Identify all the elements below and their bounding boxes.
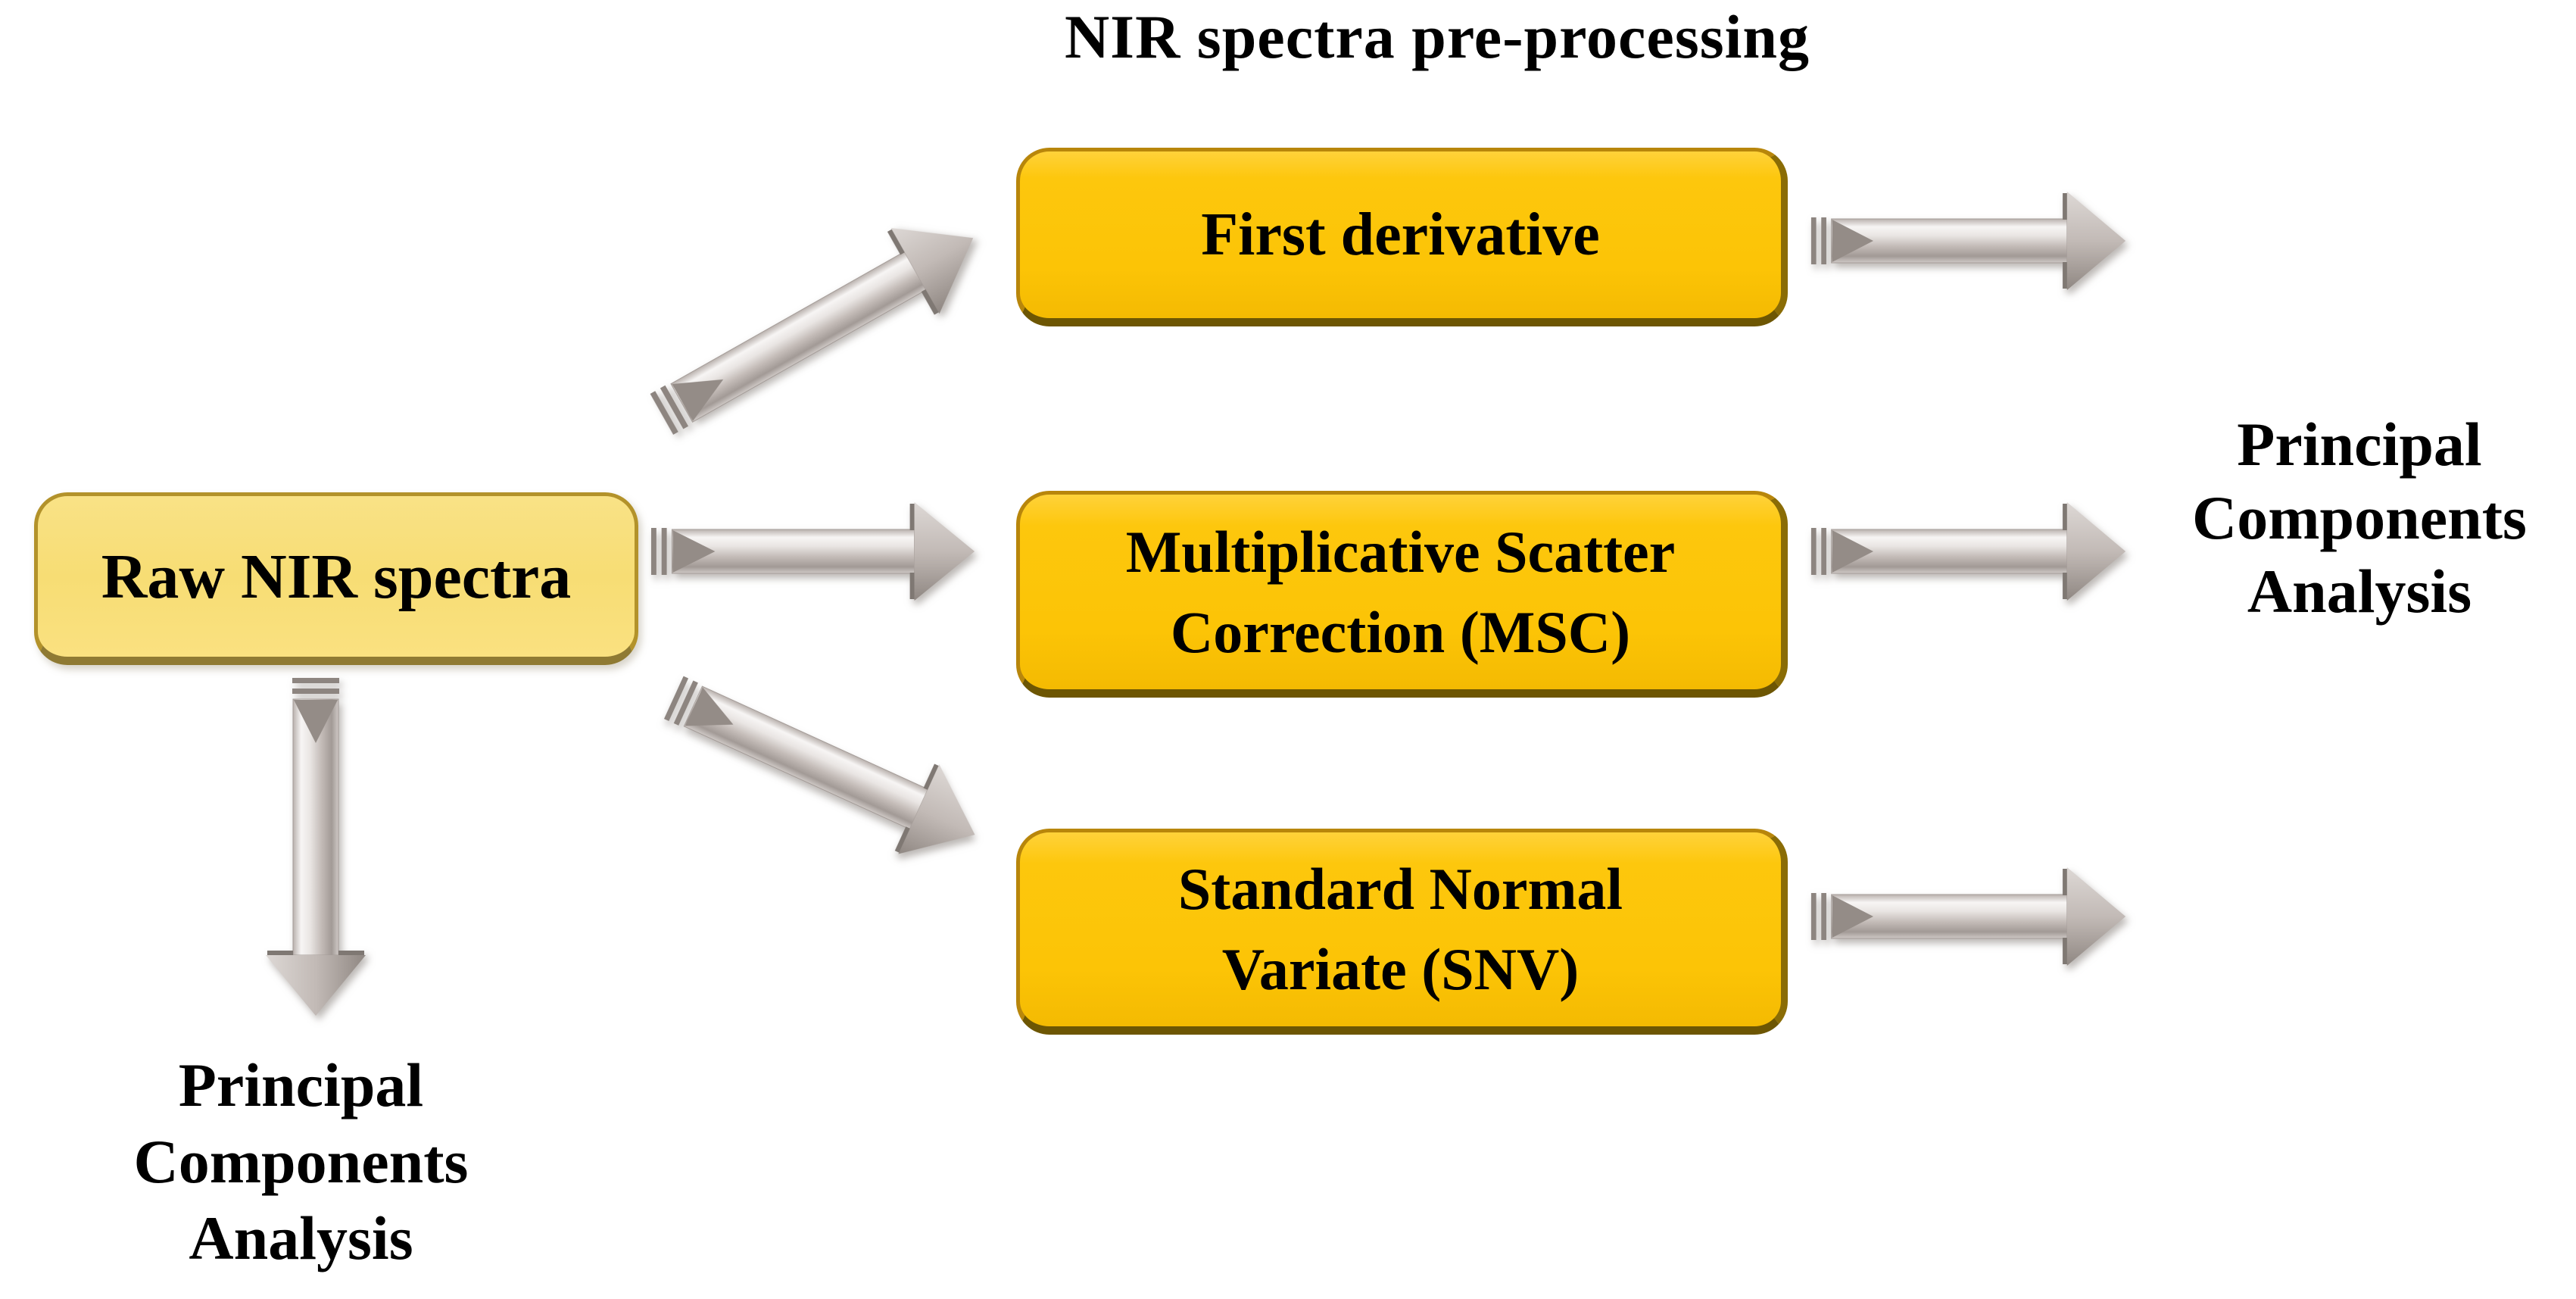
arrow-snv-to-pca: [1810, 867, 2126, 966]
arrow-head: [2066, 867, 2126, 966]
node-msc: Multiplicative Scatter Correction (MSC): [1016, 491, 1788, 698]
node-snv-label-line1: Standard Normal: [1177, 856, 1623, 922]
arrow-head: [890, 227, 974, 314]
arrow-head-bevel: [2063, 193, 2068, 220]
arrow-tail-stripe: [660, 385, 689, 429]
arrow-tail-stripe: [650, 528, 656, 575]
node-snv-label-line2: Variate (SNV): [1221, 936, 1580, 1002]
arrow-head-bevel: [894, 826, 911, 854]
arrow-head: [2066, 502, 2126, 601]
arrow-head-bevel: [2063, 573, 2068, 599]
arrow-tail-bevel: [672, 530, 716, 573]
arrow-tail-stripe: [1821, 893, 1826, 940]
node-raw-nir-spectra: Raw NIR spectra: [34, 492, 638, 665]
arrow-shaft: [1831, 894, 2068, 939]
arrow-head-bevel: [923, 763, 940, 791]
arrow-tail-bevel: [672, 379, 724, 421]
arrow-first-derivative-to-pca: [1810, 192, 2126, 290]
arrow-tail-stripe: [1810, 528, 1817, 575]
diagram-title: NIR spectra pre-processing: [1064, 2, 1810, 71]
arrow-head: [914, 502, 975, 601]
pca-right-line1: Principal: [2237, 410, 2482, 479]
arrow-tail-stripe: [1821, 528, 1826, 575]
node-snv: Standard Normal Variate (SNV): [1016, 829, 1788, 1035]
arrow-head-bevel: [909, 573, 915, 599]
pca-right-line2: Components: [2192, 483, 2527, 552]
arrow-tail-bevel: [1832, 895, 1873, 938]
arrow-shaft: [670, 251, 927, 423]
arrow-head: [266, 955, 366, 1016]
arrow-shaft: [683, 685, 929, 830]
pca-right-line3: Analysis: [2247, 557, 2472, 626]
arrow-tail-stripe: [292, 689, 339, 694]
pca-output-bottom: Principal Components Analysis: [57, 1047, 545, 1276]
arrow-tail-stripe: [673, 680, 698, 726]
pca-bottom-line3: Analysis: [189, 1204, 413, 1272]
arrow-head-bevel: [2063, 869, 2068, 895]
arrow-raw-to-msc: [650, 502, 975, 601]
node-msc-label-line2: Correction (MSC): [1170, 598, 1631, 665]
arrow-tail-bevel: [1832, 530, 1873, 573]
node-first-derivative: First derivative: [1016, 148, 1788, 326]
arrow-head: [898, 764, 975, 854]
arrow-tail-stripe: [1821, 217, 1826, 264]
pca-output-right: Principal Components Analysis: [2143, 407, 2576, 628]
arrow-tail-stripe: [1810, 893, 1817, 940]
arrow-tail-stripe: [292, 678, 339, 683]
arrow-tail-stripe: [1810, 217, 1817, 264]
arrow-tail-bevel: [294, 700, 338, 743]
arrow-head-bevel: [887, 229, 906, 255]
pca-bottom-line2: Components: [133, 1127, 469, 1196]
arrow-head-bevel: [267, 951, 293, 956]
arrow-head: [2066, 192, 2126, 290]
arrow-tail-bevel: [1832, 220, 1873, 262]
arrow-head-bevel: [338, 951, 364, 956]
arrow-msc-to-pca: [1810, 502, 2126, 601]
arrow-head-bevel: [921, 289, 940, 315]
arrow-tail-stripe: [663, 676, 689, 721]
arrow-tail-stripe: [661, 528, 667, 575]
arrow-raw-to-snv: [663, 676, 975, 854]
node-raw-label: Raw NIR spectra: [101, 541, 572, 612]
arrow-raw-to-first-derivative: [650, 227, 974, 435]
node-first-derivative-label: First derivative: [1201, 201, 1600, 268]
arrow-raw-to-pca-bottom: [266, 678, 366, 1016]
arrow-tail-stripe: [650, 391, 678, 435]
node-msc-label-line1: Multiplicative Scatter: [1125, 518, 1676, 585]
arrow-head-bevel: [2063, 504, 2068, 530]
arrow-tail-bevel: [685, 687, 734, 726]
arrow-head-bevel: [909, 504, 915, 530]
arrow-head-bevel: [2063, 938, 2068, 964]
pca-bottom-line1: Principal: [178, 1051, 424, 1119]
arrow-head-bevel: [2063, 262, 2068, 289]
